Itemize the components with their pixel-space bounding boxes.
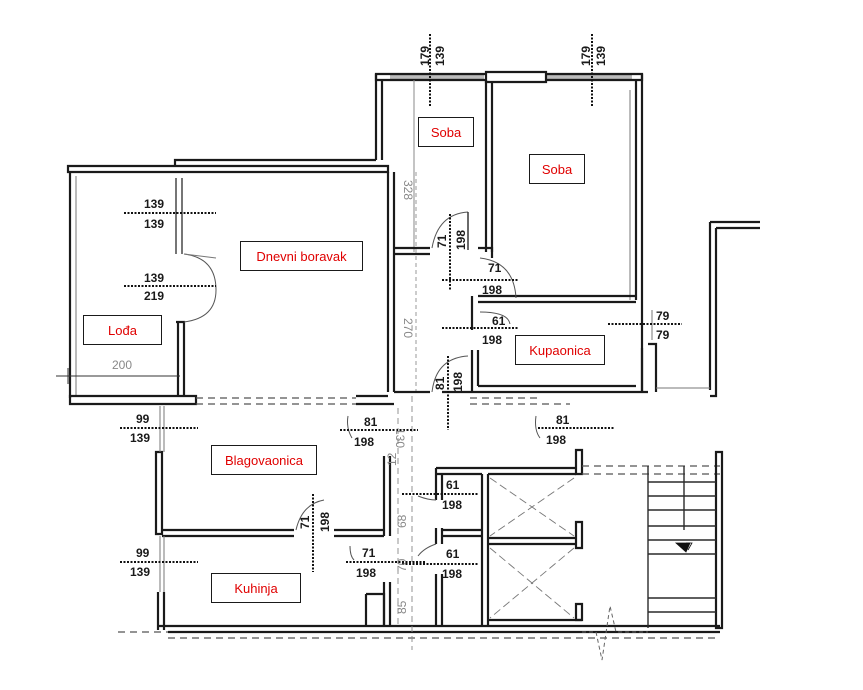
dim-blago-kuhinja-door-w: 71 — [298, 515, 312, 529]
dim-hall-length: 270 — [401, 318, 415, 338]
room-label-kuhinja: Kuhinja — [211, 573, 301, 603]
dim-soba-length: 328 — [401, 180, 415, 200]
dim-corridor-70: 70 — [395, 558, 409, 572]
room-label-blagovaonica: Blagovaonica — [211, 445, 317, 475]
dim-kuhinja-window-w: 99 — [136, 546, 150, 560]
dim-kuhinja-door-w: 71 — [362, 546, 376, 560]
dim-blagovaonica-door-h: 198 — [354, 435, 374, 449]
dim-loda-window-h: 139 — [144, 217, 164, 231]
dim-loda-door-w: 139 — [144, 271, 164, 285]
dim-hall-door-w: 81 — [433, 376, 447, 390]
dim-corridor-85: 85 — [395, 600, 409, 614]
dim-blagovaonica-door-w: 81 — [364, 415, 378, 429]
dim-wc1-door-w: 61 — [446, 478, 460, 492]
room-label-soba-large: Soba — [529, 154, 585, 184]
dim-blagovaonica-window-h: 139 — [130, 431, 150, 445]
room-label-loda: Lođa — [83, 315, 162, 345]
dim-loda-window-w: 139 — [144, 197, 164, 211]
dim-wc1-door-h: 198 — [442, 498, 462, 512]
dim-entrance-door-h: 198 — [546, 433, 566, 447]
dim-kupaonica-window-h: 79 — [656, 328, 670, 342]
dim-loda-door-h: 219 — [144, 289, 164, 303]
dim-soba-large-window-w: 179 — [579, 46, 593, 66]
dim-entrance-door-w: 81 — [556, 413, 570, 427]
dim-wc2-door-w: 61 — [446, 547, 460, 561]
dim-kupaonica-window-w: 79 — [656, 309, 670, 323]
dim-blago-kuhinja-door-h: 198 — [318, 512, 332, 532]
dim-corridor-68: 68 — [395, 514, 409, 528]
dim-hall-door-h: 198 — [451, 372, 465, 392]
room-label-kupaonica: Kupaonica — [515, 335, 605, 365]
dim-blagovaonica-window-w: 99 — [136, 412, 150, 426]
walls — [66, 70, 760, 661]
dim-wc2-door-h: 198 — [442, 567, 462, 581]
dim-kupaonica-door-h: 198 — [482, 333, 502, 347]
dim-soba-small-door-w: 71 — [435, 234, 449, 248]
dim-kuhinja-window-h: 139 — [130, 565, 150, 579]
staircase — [647, 450, 724, 630]
door-swings — [183, 211, 541, 561]
dim-soba-large-door-w: 71 — [488, 261, 502, 275]
dim-soba-large-window-h: 139 — [594, 46, 608, 66]
dim-kuhinja-door-h: 198 — [356, 566, 376, 580]
dimension-labels: 179 139 179 139 139 139 139 219 200 328 … — [112, 46, 670, 614]
dim-corridor-12: 12 — [385, 452, 399, 466]
break-line — [582, 605, 648, 661]
dim-loda-width: 200 — [112, 358, 132, 372]
dim-soba-large-door-h: 198 — [482, 283, 502, 297]
dim-corridor-130: 130 — [393, 428, 407, 448]
dimension-markers — [56, 34, 682, 572]
room-label-dnevni-boravak: Dnevni boravak — [240, 241, 363, 271]
dim-kupaonica-door-w: 61 — [492, 314, 506, 328]
room-label-soba-small: Soba — [418, 117, 474, 147]
stair-direction-arrow-icon — [674, 542, 691, 553]
dim-soba-small-door-h: 198 — [454, 230, 468, 250]
dim-soba-small-window-h: 139 — [433, 46, 447, 66]
dim-soba-small-window-w: 179 — [418, 46, 432, 66]
